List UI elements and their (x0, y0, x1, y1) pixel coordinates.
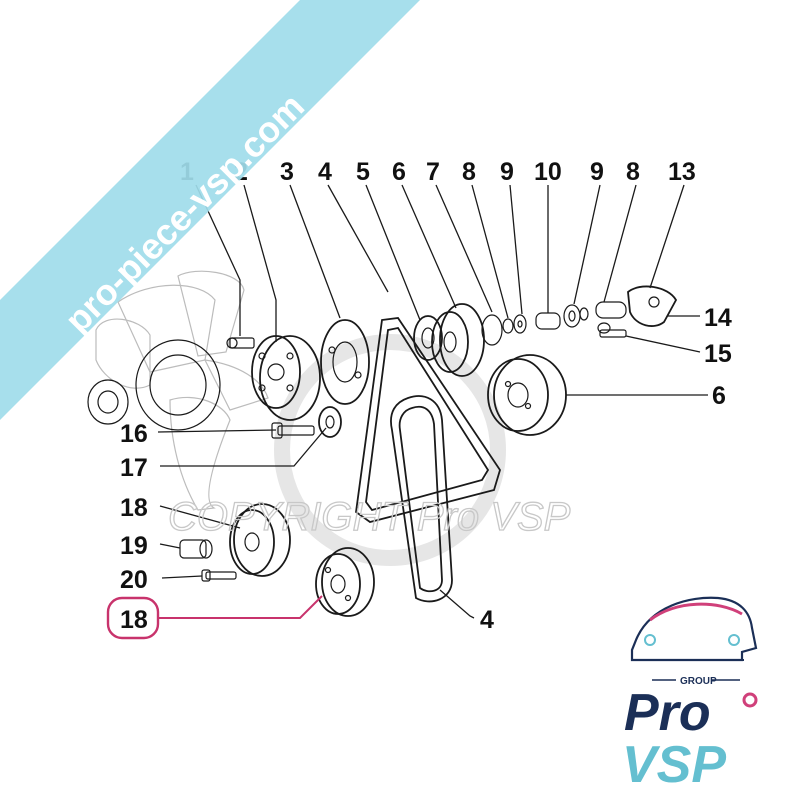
copyright-watermark: COPYRIGHT Pro VSP (168, 495, 571, 539)
copyright-ring-watermark (274, 334, 506, 566)
screw-part-20 (201, 569, 237, 582)
callout-9-b: 9 (590, 158, 604, 186)
callout-6-right: 6 (712, 382, 726, 410)
bolt-part-19 (179, 539, 213, 559)
leader-lines (157, 184, 708, 619)
pro-vsp-logo: GROUP Pro VSP (622, 596, 758, 794)
callout-14: 14 (704, 304, 732, 332)
logo-group-text: GROUP (680, 676, 717, 687)
bearing-set-parts-8-9-10 (502, 301, 627, 334)
bolt-part-1 (226, 337, 255, 349)
callout-18-b[interactable]: 18 (120, 606, 148, 634)
callout-8-a: 8 (462, 158, 476, 186)
washer-part-17 (318, 406, 342, 438)
callout-20: 20 (120, 566, 148, 594)
callout-13: 13 (668, 158, 696, 186)
callout-5: 5 (356, 158, 370, 186)
callout-7: 7 (426, 158, 440, 186)
callout-10: 10 (534, 158, 562, 186)
callout-4-bottom: 4 (480, 606, 494, 634)
car-silhouette-icon (630, 596, 758, 662)
pulley-part-7 (431, 303, 503, 377)
callout-19: 19 (120, 532, 148, 560)
tensioner-bracket-parts-13-14 (627, 285, 678, 327)
callout-18-a: 18 (120, 494, 148, 522)
logo-pro-text: Pro (624, 684, 711, 742)
pump-pulley-part-2 (251, 335, 321, 421)
drive-belt-part-4 (355, 317, 501, 603)
callout-15: 15 (704, 340, 732, 368)
callout-17: 17 (120, 454, 148, 482)
highlight-callout-box[interactable] (106, 596, 160, 640)
callout-3: 3 (280, 158, 294, 186)
flange-plate-part-3 (320, 319, 370, 405)
callout-16: 16 (120, 420, 148, 448)
callout-9-a: 9 (500, 158, 514, 186)
callout-numbers: 1 2 3 4 5 6 7 8 9 10 9 8 13 14 15 6 16 1… (120, 158, 732, 634)
logo-bolt-icon (742, 692, 758, 708)
callout-4-top: 4 (318, 158, 332, 186)
tensioner-plate-part-5 (413, 315, 443, 361)
bolt-part-15 (599, 329, 627, 338)
highlight-leader (158, 595, 323, 619)
crank-pulley-part-18-lower (315, 547, 375, 617)
pulley-part-6 (487, 354, 567, 436)
logo-vsp-text: VSP (622, 736, 726, 794)
callout-6-top: 6 (392, 158, 406, 186)
callout-8-b: 8 (626, 158, 640, 186)
cooling-fan (87, 270, 269, 511)
crank-pulley-part-18-upper (229, 503, 291, 577)
